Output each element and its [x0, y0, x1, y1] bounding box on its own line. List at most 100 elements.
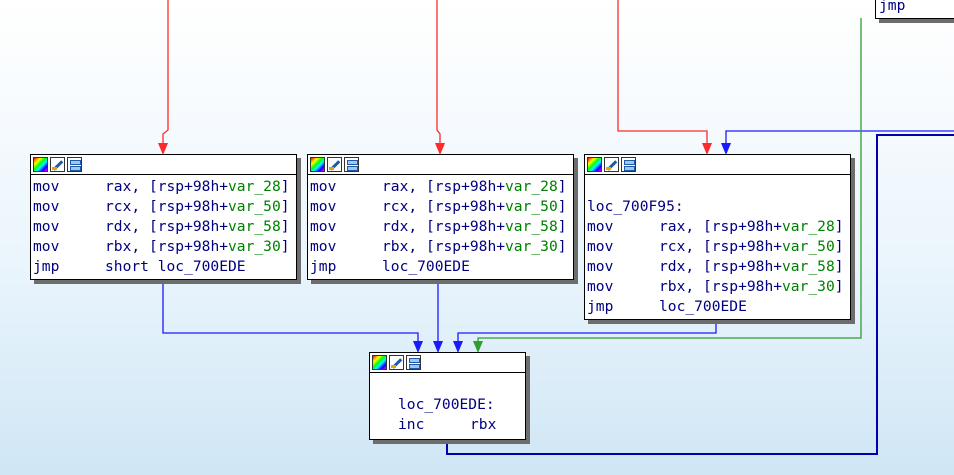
jump-target[interactable]: loc_700EDE	[382, 258, 470, 275]
rename-icon[interactable]	[50, 157, 65, 172]
src-prefix: [rsp+98h+	[425, 238, 506, 255]
rename-icon[interactable]	[389, 355, 404, 370]
jump-target[interactable]: loc_700EDE	[659, 298, 747, 315]
src-prefix: [rsp+98h+	[148, 238, 229, 255]
src-suffix: ]	[557, 198, 567, 215]
stack-variable[interactable]: var_58	[228, 218, 281, 235]
stack-variable[interactable]: var_50	[782, 238, 835, 255]
arrowhead-target-3	[453, 341, 463, 353]
src-suffix: ]	[557, 238, 567, 255]
mnemonic: mov	[33, 178, 60, 195]
jump-line[interactable]: jmp loc_700EDE	[587, 297, 850, 317]
jump-target[interactable]: short loc_700EDE	[105, 258, 246, 275]
mnemonic: mov	[310, 238, 337, 255]
dest-register: rbx	[382, 238, 409, 255]
mnemonic: mov	[310, 178, 337, 195]
group-nodes-icon[interactable]	[344, 157, 359, 172]
stack-variable[interactable]: var_30	[505, 238, 558, 255]
stack-variable[interactable]: var_28	[505, 178, 558, 195]
location-label[interactable]: loc_700F95:	[587, 198, 684, 215]
src-suffix: ]	[280, 178, 290, 195]
node-color-icon[interactable]	[33, 157, 48, 172]
node-color-icon[interactable]	[310, 157, 325, 172]
group-nodes-icon[interactable]	[67, 157, 82, 172]
src-prefix: [rsp+98h+	[702, 238, 783, 255]
block-header	[370, 353, 525, 373]
arrowhead-target-1	[413, 341, 423, 353]
src-prefix: [rsp+98h+	[702, 278, 783, 295]
edge-into-block-2	[436, 0, 441, 143]
operands: rbx, [rsp+98h+var_30]	[105, 238, 290, 255]
operands: rax, [rsp+98h+var_28]	[105, 178, 290, 195]
group-nodes-icon[interactable]	[621, 157, 636, 172]
stack-variable[interactable]: var_50	[228, 198, 281, 215]
mnemonic: jmp	[879, 0, 906, 14]
blank-line	[398, 375, 525, 395]
stack-variable[interactable]: var_28	[228, 178, 281, 195]
src-suffix: ]	[280, 218, 290, 235]
src-suffix: ]	[280, 198, 290, 215]
edge-into-block-3-red	[617, 0, 708, 143]
dest-register: rax	[382, 178, 409, 195]
group-nodes-icon[interactable]	[406, 355, 421, 370]
operands: rcx, [rsp+98h+var_50]	[382, 198, 567, 215]
src-prefix: [rsp+98h+	[148, 198, 229, 215]
instruction-line[interactable]: mov rax, [rsp+98h+var_28]	[33, 177, 296, 197]
block-header	[585, 155, 850, 175]
dest-register: rbx	[659, 278, 686, 295]
mnemonic: mov	[587, 218, 614, 235]
operands: rdx, [rsp+98h+var_58]	[382, 218, 567, 235]
src-prefix: [rsp+98h+	[702, 218, 783, 235]
dest-register: rcx	[659, 238, 686, 255]
stack-variable[interactable]: var_58	[782, 258, 835, 275]
node-color-icon[interactable]	[372, 355, 387, 370]
arrowhead-block-3-red	[702, 143, 712, 155]
arrowhead-target-green	[473, 341, 483, 353]
rename-icon[interactable]	[604, 157, 619, 172]
stack-variable[interactable]: var_30	[782, 278, 835, 295]
location-label[interactable]: loc_700EDE:	[398, 396, 495, 413]
operand: rbx	[470, 416, 497, 433]
src-suffix: ]	[557, 218, 567, 235]
src-prefix: [rsp+98h+	[425, 178, 506, 195]
stack-variable[interactable]: var_28	[782, 218, 835, 235]
operands: rdx, [rsp+98h+var_58]	[105, 218, 290, 235]
stack-variable[interactable]: var_50	[505, 198, 558, 215]
block-header	[308, 155, 573, 175]
dest-register: rdx	[382, 218, 409, 235]
operands: rdx, [rsp+98h+var_58]	[659, 258, 844, 275]
partial-code-block[interactable]: jmp	[875, 0, 954, 19]
src-suffix: ]	[834, 218, 844, 235]
src-suffix: ]	[834, 258, 844, 275]
arrowhead-block-3-blue	[721, 143, 731, 155]
rename-icon[interactable]	[327, 157, 342, 172]
stack-variable[interactable]: var_30	[228, 238, 281, 255]
mnemonic: jmp	[587, 298, 614, 315]
node-color-icon[interactable]	[587, 157, 602, 172]
stack-variable[interactable]: var_58	[505, 218, 558, 235]
mnemonic: mov	[587, 278, 614, 295]
dest-register: rcx	[382, 198, 409, 215]
